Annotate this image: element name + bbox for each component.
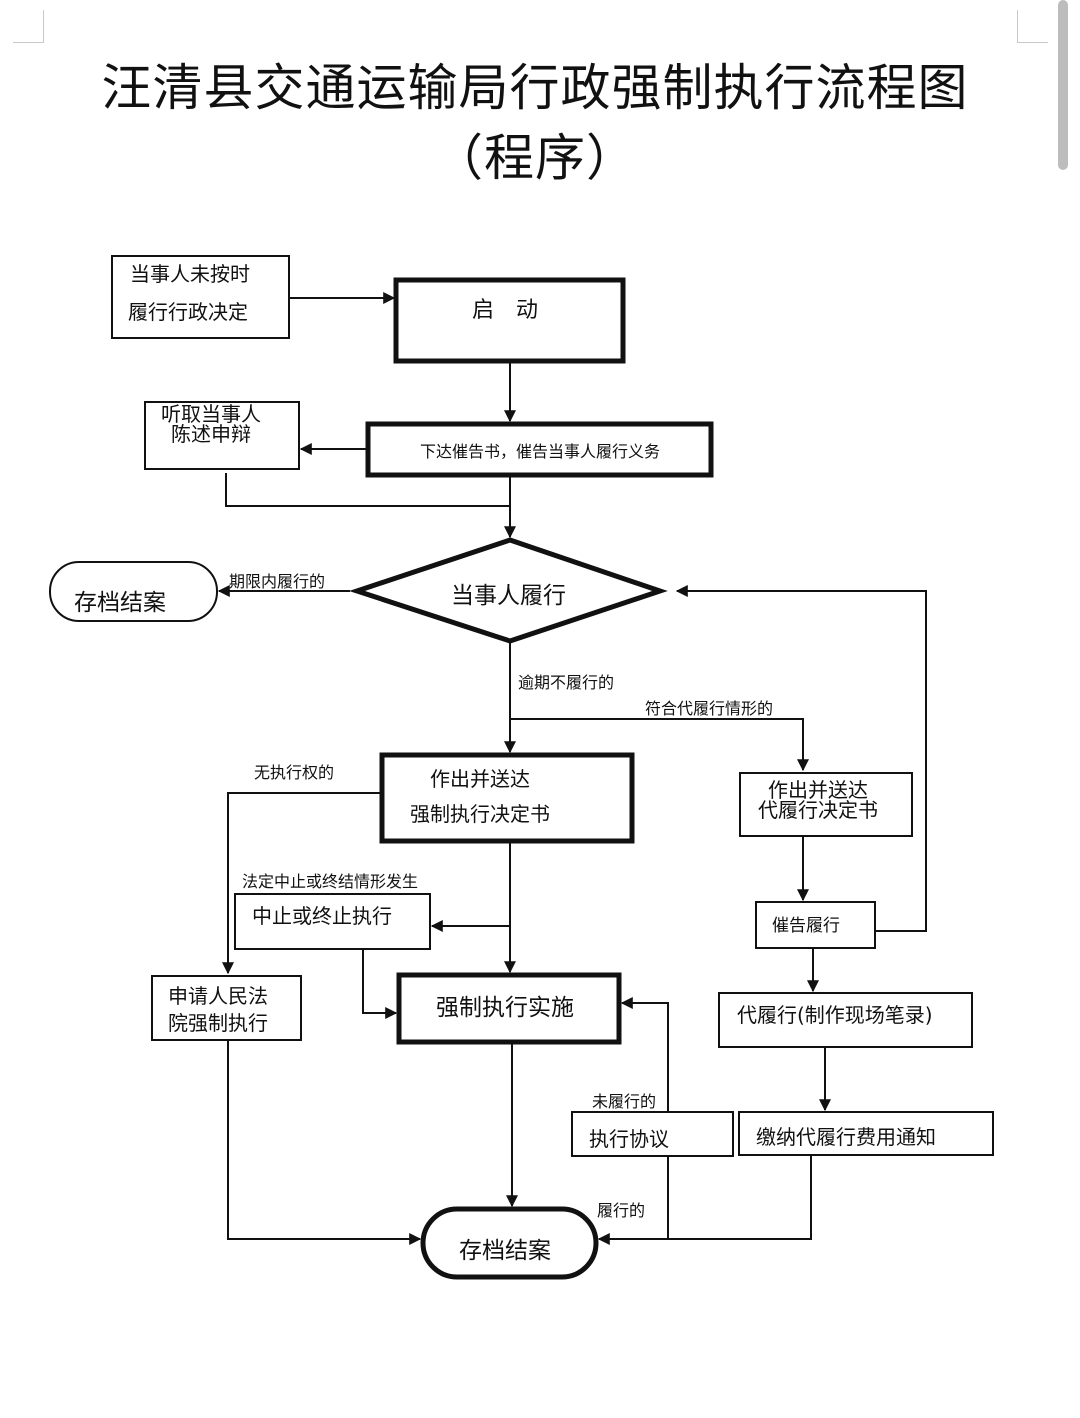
archive-bottom-text: 存档结案 — [459, 1238, 551, 1264]
archive-bottom-terminal — [420, 1206, 599, 1280]
scrollbar[interactable] — [1058, 0, 1068, 170]
hearing-box — [144, 401, 300, 470]
hearing-text-line2: 陈述申辩 — [171, 422, 251, 446]
label-proxy-eligible: 符合代履行情形的 — [645, 699, 774, 718]
court-box — [151, 975, 302, 1041]
archive-top-text: 存档结案 — [74, 590, 166, 616]
page-subtitle: （程序） — [433, 129, 637, 187]
arrow-court-to-archive — [227, 1040, 422, 1245]
page-title: 汪清县交通运输局行政强制执行流程图 — [101, 59, 969, 117]
fee-notice-text: 缴纳代履行费用通知 — [756, 1125, 936, 1149]
fee-notice-box — [738, 1111, 994, 1156]
label-performed: 履行的 — [597, 1201, 646, 1220]
court-text-line1: 申请人民法 — [168, 984, 268, 1008]
page-corner-mark-left — [13, 10, 44, 43]
agreement-text: 执行协议 — [589, 1127, 669, 1151]
trigger-text-line2: 履行行政决定 — [128, 300, 248, 324]
label-performed-in-time: 期限内履行的 — [229, 572, 326, 591]
proxy-decision-text-line2: 代履行决定书 — [758, 798, 878, 822]
label-legal-suspension: 法定中止或终结情形发生 — [242, 872, 419, 891]
trigger-text-line1: 当事人未按时 — [130, 262, 250, 286]
start-text: 启 动 — [472, 298, 539, 323]
decision-text: 当事人履行 — [451, 583, 566, 609]
start-box — [393, 277, 626, 364]
proxy-decision-box — [739, 772, 913, 837]
hearing-text-line1: 听取当事人 — [161, 402, 261, 426]
implement-text: 强制执行实施 — [436, 995, 574, 1021]
arrow-agreement-to-implement — [620, 997, 669, 1112]
proxy-perform-text: 代履行(制作现场笔录) — [737, 1003, 933, 1027]
urge-text: 催告履行 — [772, 916, 840, 936]
implement-box — [396, 972, 622, 1045]
archive-top-terminal — [49, 561, 218, 622]
proxy-perform-box — [718, 992, 973, 1048]
arrow-fee-to-archive — [597, 1155, 812, 1245]
line-hearing-return — [225, 473, 510, 507]
court-text-line2: 院强制执行 — [168, 1011, 268, 1035]
suspend-text: 中止或终止执行 — [252, 904, 392, 928]
enforce-decision-text-line1: 作出并送达 — [430, 767, 530, 791]
label-no-authority: 无执行权的 — [254, 763, 335, 782]
proxy-decision-text-line1: 作出并送达 — [768, 778, 868, 802]
notice-text: 下达催告书，催告当事人履行义务 — [420, 442, 661, 461]
arrow-to-proxy-decision — [510, 718, 809, 772]
enforce-decision-box — [379, 752, 635, 844]
arrow-suspend-to-implement — [362, 949, 398, 1019]
page-corner-mark-right — [1017, 10, 1048, 43]
enforce-decision-text-line2: 强制执行决定书 — [410, 802, 550, 826]
arrow-urge-back-to-decision — [675, 585, 927, 932]
agreement-box — [571, 1111, 734, 1157]
label-not-performed: 未履行的 — [592, 1092, 657, 1111]
urge-box — [755, 901, 876, 949]
arrow-enforce-to-court — [222, 792, 382, 975]
label-overdue: 逾期不履行的 — [518, 673, 615, 692]
notice-box — [365, 421, 714, 478]
suspend-box — [234, 893, 431, 950]
